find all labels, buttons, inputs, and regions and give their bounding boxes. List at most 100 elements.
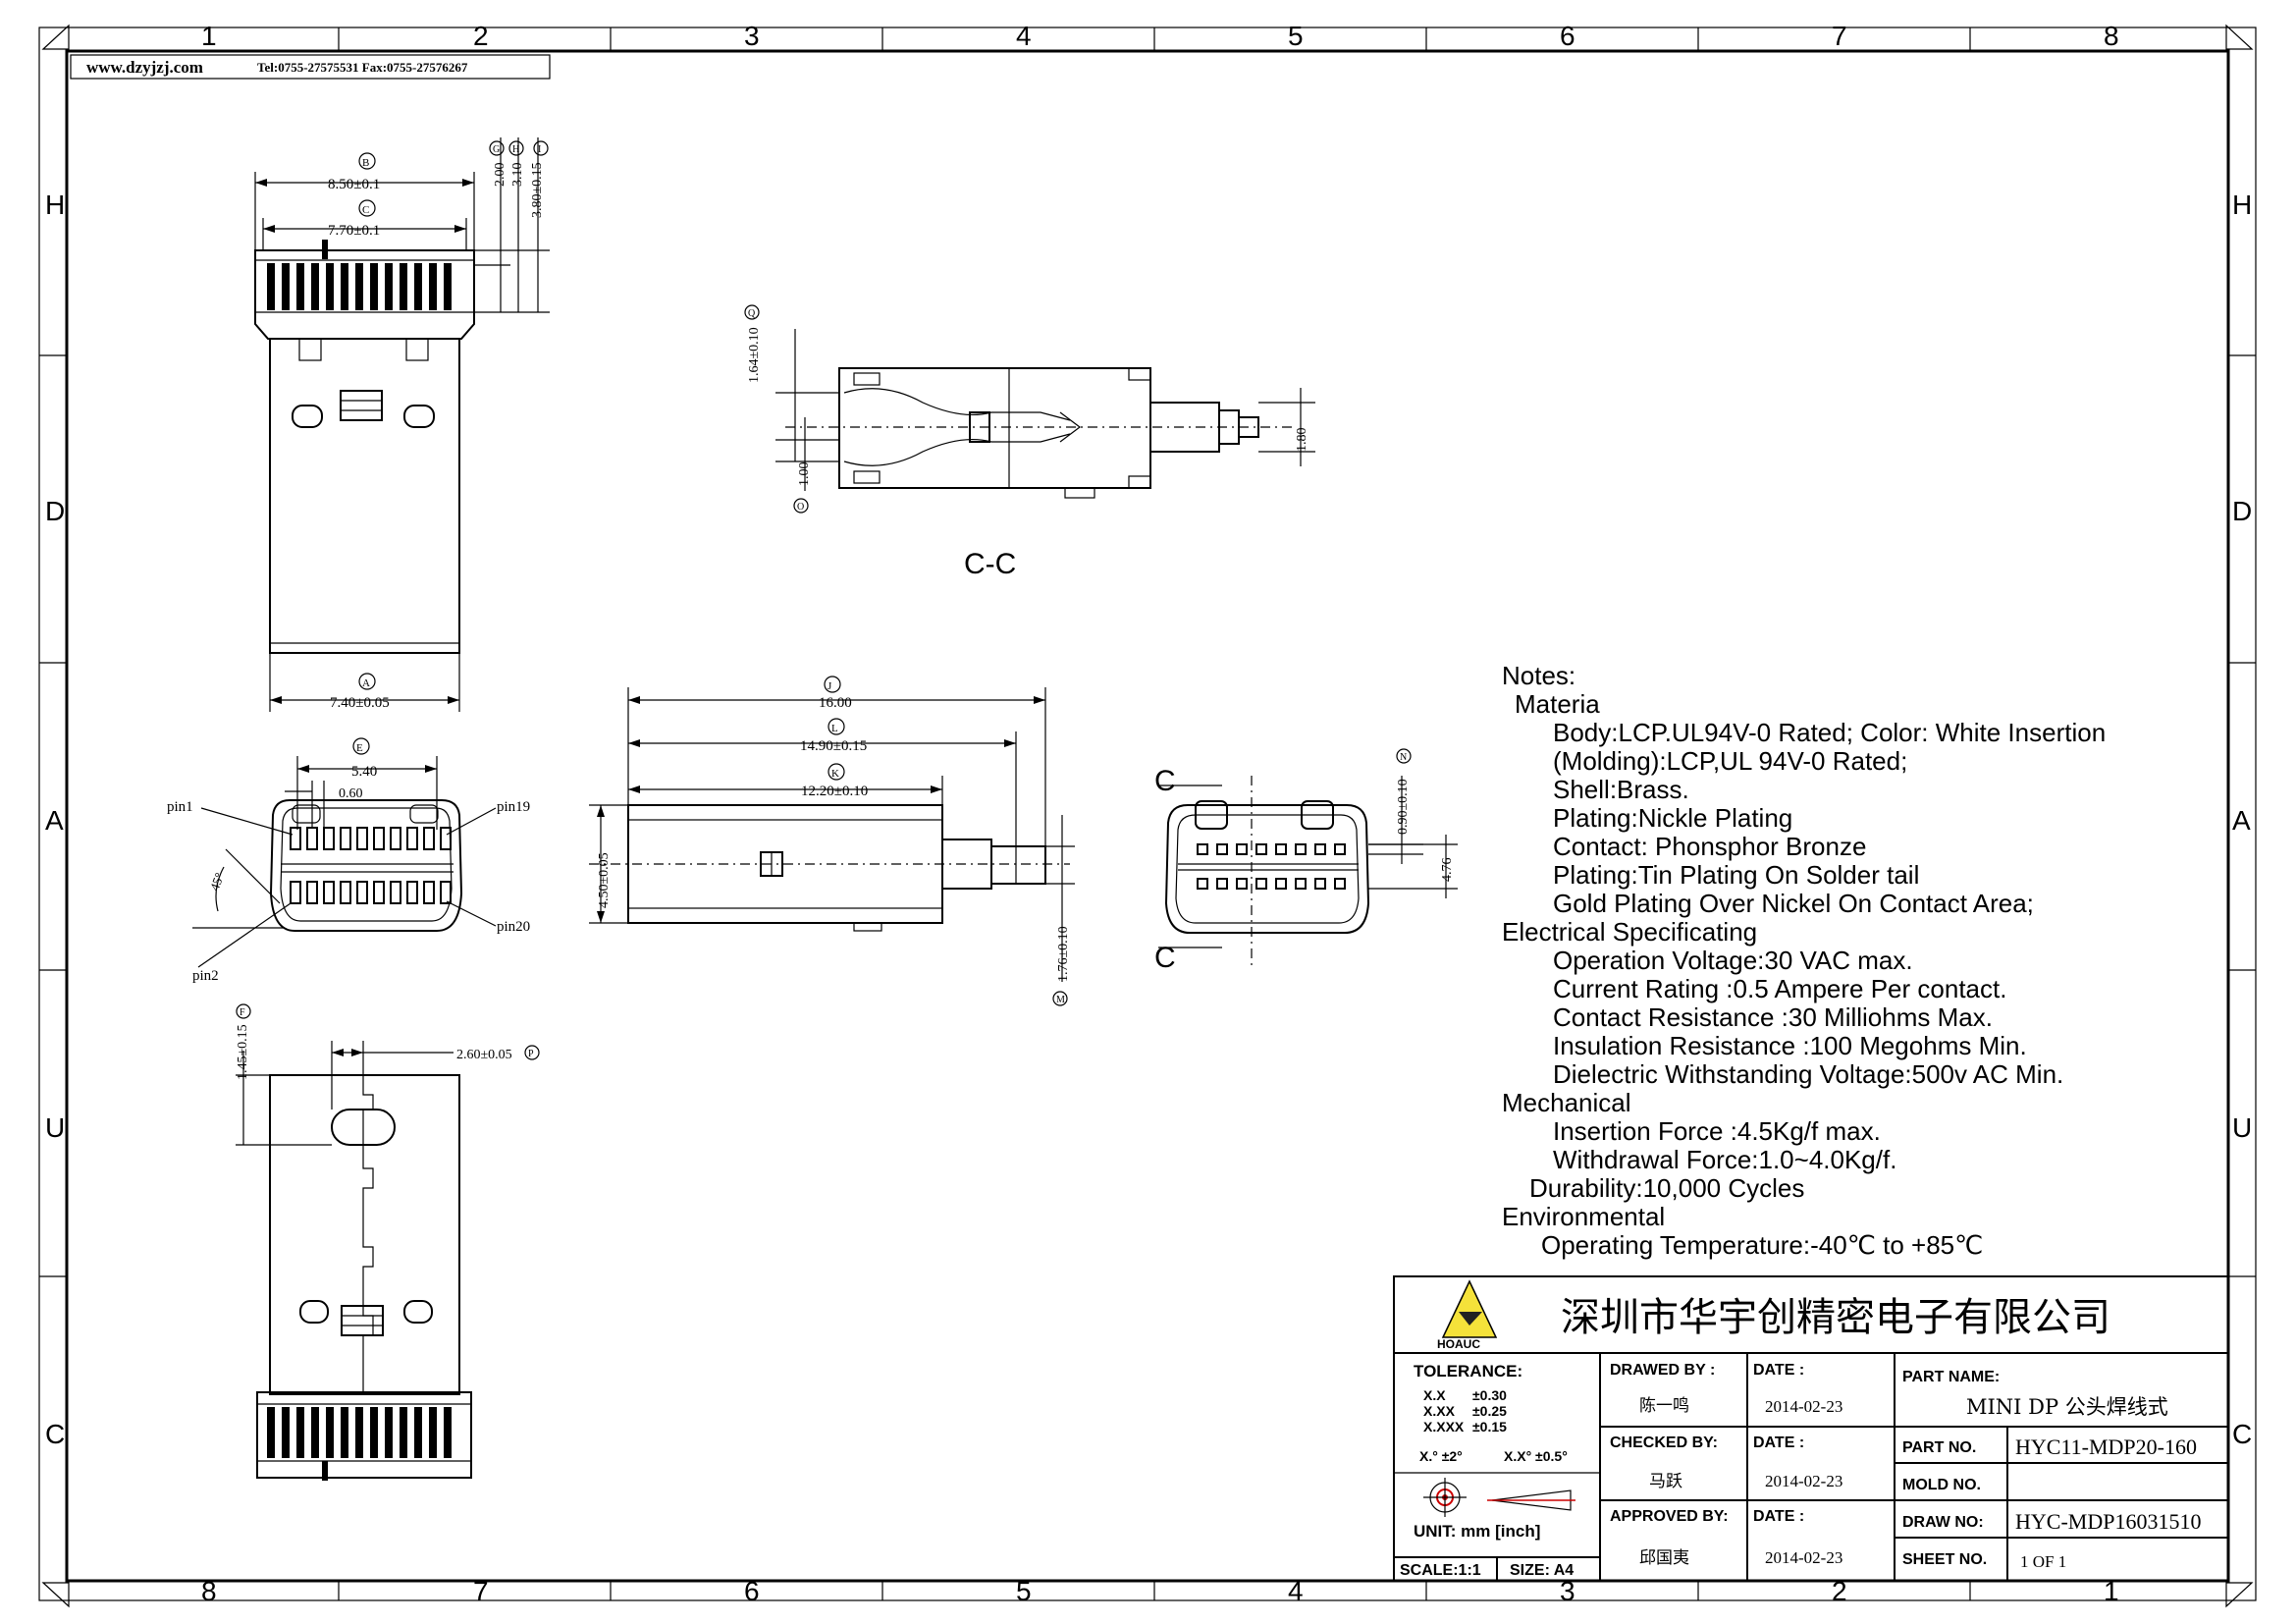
- marker-n: N: [1400, 752, 1407, 763]
- dim-14-90: 14.90±0.15: [800, 738, 867, 754]
- title-block: HOAUC 深圳市华宇创精密电子有限公司 TOLERANCE: X.X ±0.3…: [1393, 1275, 2229, 1582]
- marker-m: M: [1056, 995, 1065, 1005]
- right-zone-letters: H D A U C: [2232, 189, 2252, 1449]
- zone-number: 2: [473, 21, 489, 51]
- marker-p: P: [528, 1049, 534, 1059]
- dim-8-50: 8.50±0.1: [328, 177, 380, 192]
- section-mark-top: C: [1154, 765, 1176, 797]
- zone-number: 8: [201, 1576, 217, 1606]
- note-line: Materia: [1515, 689, 1600, 719]
- tol-angle-1: X.° ±2°: [1419, 1448, 1463, 1464]
- approved-by-name: 邱国夷: [1639, 1548, 1689, 1568]
- date-label: DATE :: [1753, 1508, 1804, 1525]
- note-line: Durability:10,000 Cycles: [1529, 1173, 1804, 1203]
- note-line: Contact Resistance :30 Milliohms Max.: [1553, 1002, 1993, 1032]
- front-view: 5.40 E 0.60 pin1 pin19 pin20 pin2 45°: [167, 737, 530, 984]
- unit-label: UNIT: mm [inch]: [1414, 1522, 1540, 1541]
- marker-c: C: [362, 204, 369, 216]
- zone-number: 4: [1288, 1576, 1304, 1606]
- zone-number: 3: [1560, 1576, 1575, 1606]
- dim-7-70: 7.70±0.1: [328, 223, 380, 239]
- zone-letter: U: [2232, 1112, 2252, 1143]
- notes-block: Notes: Materia Body:LCP.UL94V-0 Rated; C…: [1502, 661, 2106, 1260]
- checked-by-name: 马跃: [1649, 1472, 1682, 1491]
- zone-letter: U: [45, 1112, 65, 1143]
- marker-l: L: [831, 723, 838, 734]
- marker-f: F: [240, 1007, 245, 1018]
- zone-letter: H: [2232, 189, 2252, 220]
- zone-number: 4: [1016, 21, 1032, 51]
- note-line: Operation Voltage:30 VAC max.: [1553, 946, 1913, 975]
- dim-1-80: 1.80: [1295, 428, 1309, 453]
- scale-label: SCALE:1:1: [1400, 1562, 1481, 1579]
- note-line: Notes:: [1502, 661, 1575, 690]
- note-line: Shell:Brass.: [1553, 775, 1689, 804]
- drawn-by-label: DRAWED BY :: [1610, 1362, 1715, 1379]
- dim-0-90: 0.90±0.10: [1396, 779, 1411, 835]
- approved-by-label: APPROVED BY:: [1610, 1508, 1729, 1525]
- marker-j: J: [828, 680, 832, 692]
- note-line: Withdrawal Force:1.0~4.0Kg/f.: [1553, 1145, 1896, 1174]
- zone-number: 5: [1288, 21, 1304, 51]
- marker-k: K: [831, 768, 839, 780]
- dim-1-64: 1.64±0.10: [747, 327, 762, 383]
- sheet-frame: [38, 24, 2257, 1608]
- marker-i: I: [538, 144, 541, 155]
- tol-value: ±0.15: [1472, 1419, 1507, 1435]
- dim-1-76: 1.76±0.10: [1056, 926, 1071, 982]
- dim-16-00: 16.00: [819, 695, 852, 711]
- tol-value: ±0.25: [1472, 1403, 1507, 1419]
- zone-letter: A: [45, 805, 64, 836]
- checked-by-label: CHECKED BY:: [1610, 1435, 1718, 1451]
- zone-letter: H: [45, 189, 65, 220]
- front-pins-top: [290, 827, 452, 850]
- company-logo: HOAUC: [1437, 1279, 1498, 1351]
- zone-number: 7: [473, 1576, 489, 1606]
- note-line: (Molding):LCP,UL 94V-0 Rated;: [1553, 746, 1907, 776]
- date-approved: 2014-02-23: [1765, 1548, 1842, 1567]
- header-box: www.dzyjzj.com Tel:0755-27575531 Fax:075…: [70, 54, 551, 80]
- zone-number: 5: [1016, 1576, 1032, 1606]
- pin20-label: pin20: [497, 919, 530, 935]
- note-line: Contact: Phonsphor Bronze: [1553, 832, 1866, 861]
- section-label-cc: C-C: [964, 548, 1016, 580]
- dim-7-40: 7.40±0.05: [330, 695, 390, 711]
- note-line: Environmental: [1502, 1202, 1665, 1231]
- zone-letter: C: [45, 1419, 65, 1449]
- note-line: Mechanical: [1502, 1088, 1631, 1117]
- zone-letter: D: [45, 496, 65, 526]
- pin1-label: pin1: [167, 799, 193, 815]
- tol-key: X.X: [1423, 1387, 1446, 1403]
- marker-e: E: [356, 742, 363, 754]
- note-line: Operating Temperature:-40℃ to +85℃: [1541, 1230, 1983, 1260]
- top-contacts: [267, 240, 452, 310]
- zone-number: 3: [744, 21, 760, 51]
- marker-a: A: [362, 677, 370, 689]
- dim-1-45: 1.45±0.15: [236, 1024, 250, 1080]
- front-pins-bottom: [290, 881, 452, 904]
- bottom-contacts: [267, 1407, 452, 1481]
- date-label: DATE :: [1753, 1362, 1804, 1379]
- projection-symbol-icon: [1423, 1478, 1575, 1517]
- top-zone-numbers: 1 2 3 4 5 6 7 8: [201, 21, 2119, 51]
- marker-h: H: [512, 144, 519, 155]
- section-mark-bottom: C: [1154, 942, 1176, 974]
- tol-angle-2: X.X° ±0.5°: [1504, 1448, 1568, 1464]
- dim-12-20: 12.20±0.10: [801, 784, 868, 799]
- note-line: Gold Plating Over Nickel On Contact Area…: [1553, 889, 2034, 918]
- zone-number: 8: [2104, 21, 2119, 51]
- tol-key: X.XX: [1423, 1403, 1456, 1419]
- dim-0-60: 0.60: [339, 786, 363, 801]
- mold-no-label: MOLD NO.: [1902, 1477, 1981, 1493]
- date-label: DATE :: [1753, 1435, 1804, 1451]
- size-label: SIZE: A4: [1510, 1562, 1574, 1579]
- sheet-no-value: 1 OF 1: [2020, 1552, 2066, 1571]
- end-view-pins: [1197, 843, 1346, 890]
- part-name-value: MINI DP 公头焊线式: [1966, 1395, 2168, 1419]
- date-checked: 2014-02-23: [1765, 1472, 1842, 1490]
- zone-number: 2: [1832, 1576, 1847, 1606]
- dim-5-40: 5.40: [351, 764, 377, 780]
- bottom-zone-numbers: 8 7 6 5 4 3 2 1: [201, 1576, 2119, 1606]
- zone-number: 1: [201, 21, 217, 51]
- note-line: Body:LCP.UL94V-0 Rated; Color: White Ins…: [1553, 718, 2106, 747]
